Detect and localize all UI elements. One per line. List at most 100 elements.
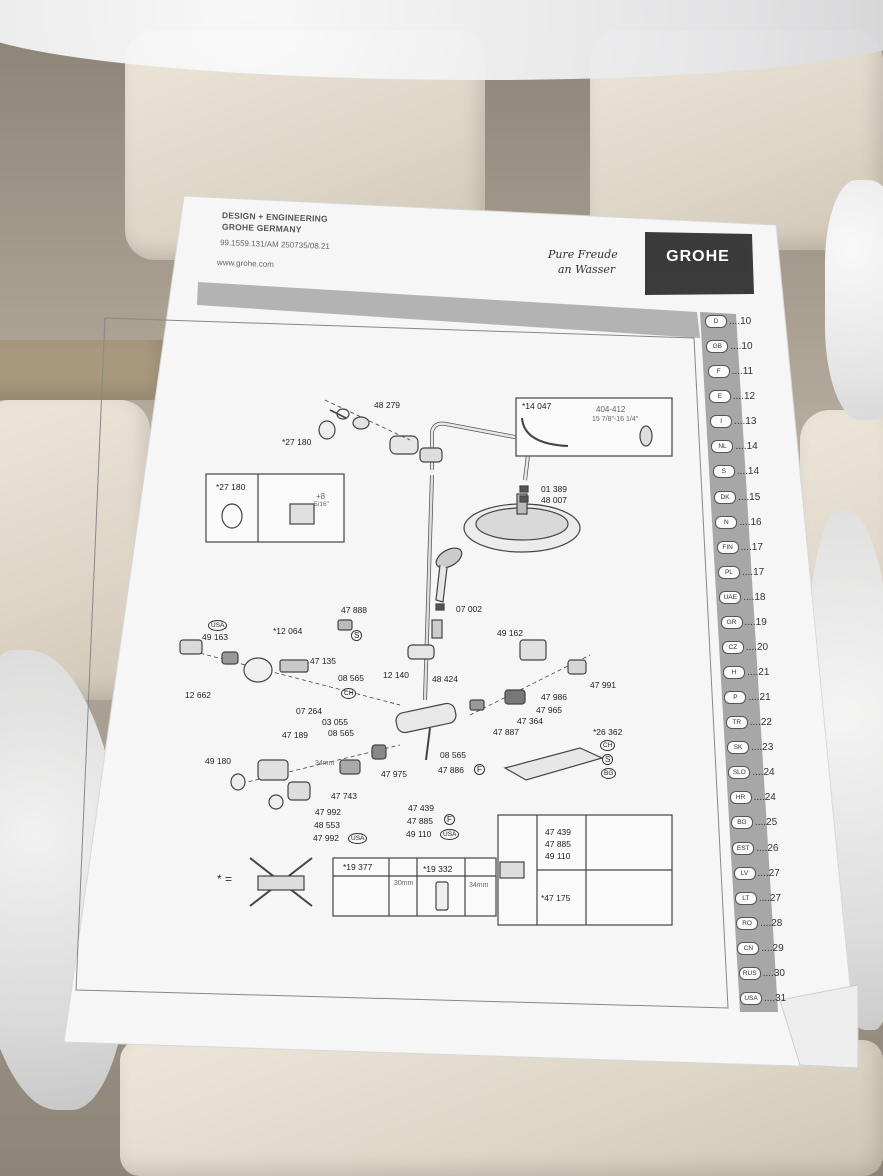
language-page: ....11 — [731, 366, 754, 378]
language-entry: USA....31 — [740, 992, 786, 1005]
language-page: ....20 — [745, 641, 769, 653]
language-entry: LV....27 — [733, 866, 780, 880]
label-tool-19377: *19 377 — [343, 862, 373, 872]
label-01389: 01 389 — [541, 484, 567, 494]
language-entry: SK....23 — [727, 741, 774, 755]
label-47992-b: 47 992 — [313, 833, 339, 843]
language-page: ....27 — [757, 867, 780, 879]
language-entry: S....14 — [712, 465, 759, 479]
language-page: ....23 — [751, 742, 774, 754]
white-fabric-right — [825, 180, 883, 420]
language-code: P — [724, 691, 747, 705]
marker-usa-2: USA — [440, 829, 460, 840]
label-47986: 47 986 — [541, 692, 567, 702]
language-entry: GR....19 — [720, 615, 767, 629]
language-page: ....26 — [756, 842, 779, 854]
language-page: ....29 — [761, 942, 784, 954]
language-code: BG — [730, 816, 753, 830]
language-page: ....21 — [748, 692, 771, 704]
label-47888: 47 888 — [341, 605, 367, 615]
language-entry: EST....26 — [732, 841, 779, 855]
label-tool-19332: *19 332 — [423, 864, 453, 874]
language-page: ....10 — [730, 341, 753, 353]
slogan-line2: an Wasser — [558, 263, 616, 276]
label-table-47885: 47 885 — [545, 839, 571, 849]
language-code: DK — [714, 490, 737, 504]
cardboard-left-strip — [0, 340, 165, 400]
language-entry: I....13 — [710, 415, 756, 429]
label-inset-plus8: +8 — [316, 492, 326, 501]
label-table-49110: 49 110 — [545, 851, 571, 861]
language-entry: P....21 — [724, 691, 771, 705]
label-48424: 48 424 — [432, 674, 458, 684]
language-page: ....24 — [752, 767, 775, 779]
label-26362: *26 362 — [593, 727, 623, 737]
label-table-47439: 47 439 — [545, 827, 571, 837]
label-dim-404-412: 404-412 — [596, 405, 626, 414]
language-page: ....17 — [741, 566, 765, 578]
language-entry: HR....24 — [729, 791, 776, 805]
label-49163: 49 163 — [202, 632, 228, 642]
language-code: LT — [734, 891, 757, 905]
language-code: N — [715, 515, 738, 529]
marker-f-2: F — [444, 814, 455, 825]
language-code: PL — [717, 565, 740, 579]
label-49110: 49 110 — [406, 829, 432, 839]
marker-bg-2: BG — [601, 768, 617, 779]
language-code: GR — [720, 615, 743, 629]
language-code: F — [707, 365, 730, 379]
label-47364: 47 364 — [517, 716, 543, 726]
label-47991: 47 991 — [590, 680, 616, 690]
language-page: ....22 — [749, 717, 772, 729]
language-code: CN — [737, 941, 760, 955]
label-47975: 47 975 — [381, 769, 407, 779]
label-07264: 07 264 — [296, 706, 322, 716]
language-page: ....27 — [758, 892, 782, 904]
language-entry: TR....22 — [725, 716, 772, 730]
label-47743: 47 743 — [331, 791, 357, 801]
language-code: SLO — [728, 766, 751, 780]
language-entry: NL....14 — [711, 440, 758, 454]
label-inset-27180: *27 180 — [216, 482, 246, 492]
language-page: ....31 — [764, 993, 787, 1004]
label-03055: 03 055 — [322, 717, 348, 727]
label-47439: 47 439 — [408, 803, 434, 813]
language-entry: E....12 — [708, 390, 756, 404]
marker-usa: USA — [208, 620, 228, 631]
label-34mm-a: 34mm — [315, 760, 335, 767]
label-12064: *12 064 — [273, 626, 303, 636]
language-entry: DK....15 — [714, 490, 760, 504]
label-48007: 48 007 — [541, 495, 567, 505]
label-12662: 12 662 — [185, 690, 211, 700]
language-page: ....17 — [740, 541, 763, 553]
language-code: RUS — [738, 966, 761, 980]
label-08565-b: 08 565 — [328, 728, 354, 738]
label-48553: 48 553 — [314, 820, 340, 830]
language-code: I — [710, 415, 733, 429]
language-entry: RUS....30 — [738, 966, 785, 980]
language-code: SK — [727, 741, 750, 755]
language-page: ....12 — [732, 391, 756, 403]
language-entry: RO....28 — [736, 916, 782, 930]
label-tool-30mm: 30mm — [394, 880, 414, 887]
slogan-line1: Pure Freude — [548, 248, 618, 261]
language-entry: CN....29 — [737, 941, 784, 955]
language-code: GB — [706, 340, 729, 354]
language-code: UAE — [719, 590, 742, 604]
language-page: ....25 — [754, 817, 778, 829]
language-code: FIN — [716, 540, 739, 554]
grohe-logo: GROHE — [648, 242, 748, 272]
label-49162: 49 162 — [497, 628, 523, 638]
language-entry: PL....17 — [717, 565, 765, 579]
label-inset-5-16: 5/16" — [314, 501, 329, 508]
label-08565-c: 08 565 — [440, 750, 466, 760]
language-code: E — [708, 390, 731, 404]
language-code: EST — [732, 841, 755, 855]
language-page: ....18 — [743, 591, 766, 603]
language-code: LV — [733, 866, 756, 880]
label-47885: 47 885 — [407, 816, 433, 826]
marker-usa-3: USA — [348, 833, 368, 844]
language-entry: FIN....17 — [716, 540, 763, 554]
